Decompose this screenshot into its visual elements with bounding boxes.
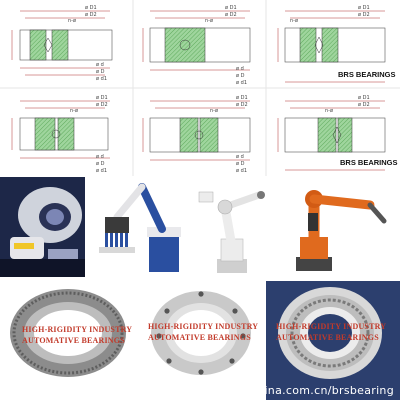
- svg-text:ø D2: ø D2: [236, 102, 248, 108]
- drawing-4: ø D1 ø D2 n-ø ø d ø D ø d1: [11, 95, 110, 174]
- svg-text:ø D: ø D: [236, 73, 245, 79]
- drawing-grid-svg: ø D1 ø D2 n-ø ø d ø D ø d1 ø D1 ø D2 n-ø: [0, 0, 400, 176]
- svg-text:n-ø: n-ø: [290, 18, 298, 24]
- svg-text:ø d: ø d: [236, 154, 244, 160]
- svg-text:ø D2: ø D2: [96, 102, 108, 108]
- caption-flange-ring-2: AUTOMATIVE BEARINGS: [148, 333, 251, 342]
- svg-text:ø D: ø D: [96, 69, 105, 75]
- caption-crossed-ring-2: AUTOMATIVE BEARINGS: [276, 333, 379, 342]
- svg-text:ø D2: ø D2: [225, 12, 237, 18]
- caption-flange-ring-1: HIGH-RIGIDITY INDUSTRY: [148, 322, 259, 331]
- svg-text:ø d1: ø d1: [96, 168, 107, 174]
- svg-text:ø D1: ø D1: [85, 5, 97, 11]
- svg-text:ø D1: ø D1: [358, 95, 370, 101]
- orange-robot-icon: [278, 177, 400, 277]
- flange-slewing-ring-icon: [138, 281, 264, 383]
- caption-gear-ring-1: HIGH-RIGIDITY INDUSTRY: [22, 325, 133, 334]
- svg-text:n-ø: n-ø: [325, 108, 333, 114]
- brand-label-top: BRS BEARINGS: [338, 70, 396, 79]
- photo-crossed-roller-ring: [266, 281, 400, 400]
- svg-text:ø D1: ø D1: [225, 5, 237, 11]
- svg-text:n-ø: n-ø: [210, 108, 218, 114]
- photo-medical-robot: [0, 177, 85, 277]
- medical-robot-icon: [0, 177, 85, 277]
- svg-text:ø D: ø D: [96, 161, 105, 167]
- caption-crossed-ring-1: HIGH-RIGIDITY INDUSTRY: [276, 322, 387, 331]
- drawing-1: ø D1 ø D2 n-ø ø d ø D ø d1: [11, 5, 113, 82]
- svg-text:n-ø: n-ø: [70, 108, 78, 114]
- svg-text:ø d: ø d: [236, 66, 244, 72]
- svg-text:ø D1: ø D1: [358, 5, 370, 11]
- drawing-2: ø D1 ø D2 n-ø ø d ø D ø d1: [142, 5, 251, 86]
- photo-gear-ring: [0, 281, 136, 383]
- drawing-5: ø D1 ø D2 n-ø ø d ø D ø d1: [142, 95, 251, 174]
- photo-white-robot: [189, 177, 276, 277]
- svg-text:ø D2: ø D2: [358, 12, 370, 18]
- svg-text:ø d: ø d: [96, 154, 104, 160]
- svg-text:ø D: ø D: [236, 161, 245, 167]
- caption-gear-ring-2: AUTOMATIVE BEARINGS: [22, 336, 125, 345]
- crossed-roller-ring-icon: [266, 281, 400, 400]
- footer-strip: [0, 383, 266, 400]
- brand-label-bottom: BRS BEARINGS: [340, 158, 398, 167]
- svg-text:ø D1: ø D1: [96, 95, 108, 101]
- svg-text:n-ø: n-ø: [68, 18, 76, 24]
- photo-flange-ring: [138, 281, 264, 383]
- drawing-grid: ø D1 ø D2 n-ø ø d ø D ø d1 ø D1 ø D2 n-ø: [0, 0, 400, 176]
- svg-text:ø d1: ø d1: [236, 168, 247, 174]
- svg-text:ø D2: ø D2: [85, 12, 97, 18]
- gear-slewing-ring-icon: [0, 281, 136, 383]
- svg-text:ø d: ø d: [96, 62, 104, 68]
- drawing-6: ø D1 ø D2 n-ø BRS BEARINGS: [277, 95, 398, 171]
- svg-text:ø d1: ø d1: [96, 76, 107, 82]
- photo-orange-robot: [278, 177, 400, 277]
- watermark-text: blog.sina.com.cn/brsbearing: [229, 384, 394, 397]
- svg-text:ø d1: ø d1: [236, 80, 247, 86]
- palletizing-robot-icon: [87, 177, 187, 277]
- drawing-3: ø D1 ø D2 n-ø BRS BEARINGS: [277, 5, 396, 83]
- white-robot-icon: [189, 177, 276, 277]
- svg-text:ø D2: ø D2: [358, 102, 370, 108]
- svg-text:n-ø: n-ø: [205, 18, 213, 24]
- svg-text:ø D1: ø D1: [236, 95, 248, 101]
- photo-palletizing-robot: [87, 177, 187, 277]
